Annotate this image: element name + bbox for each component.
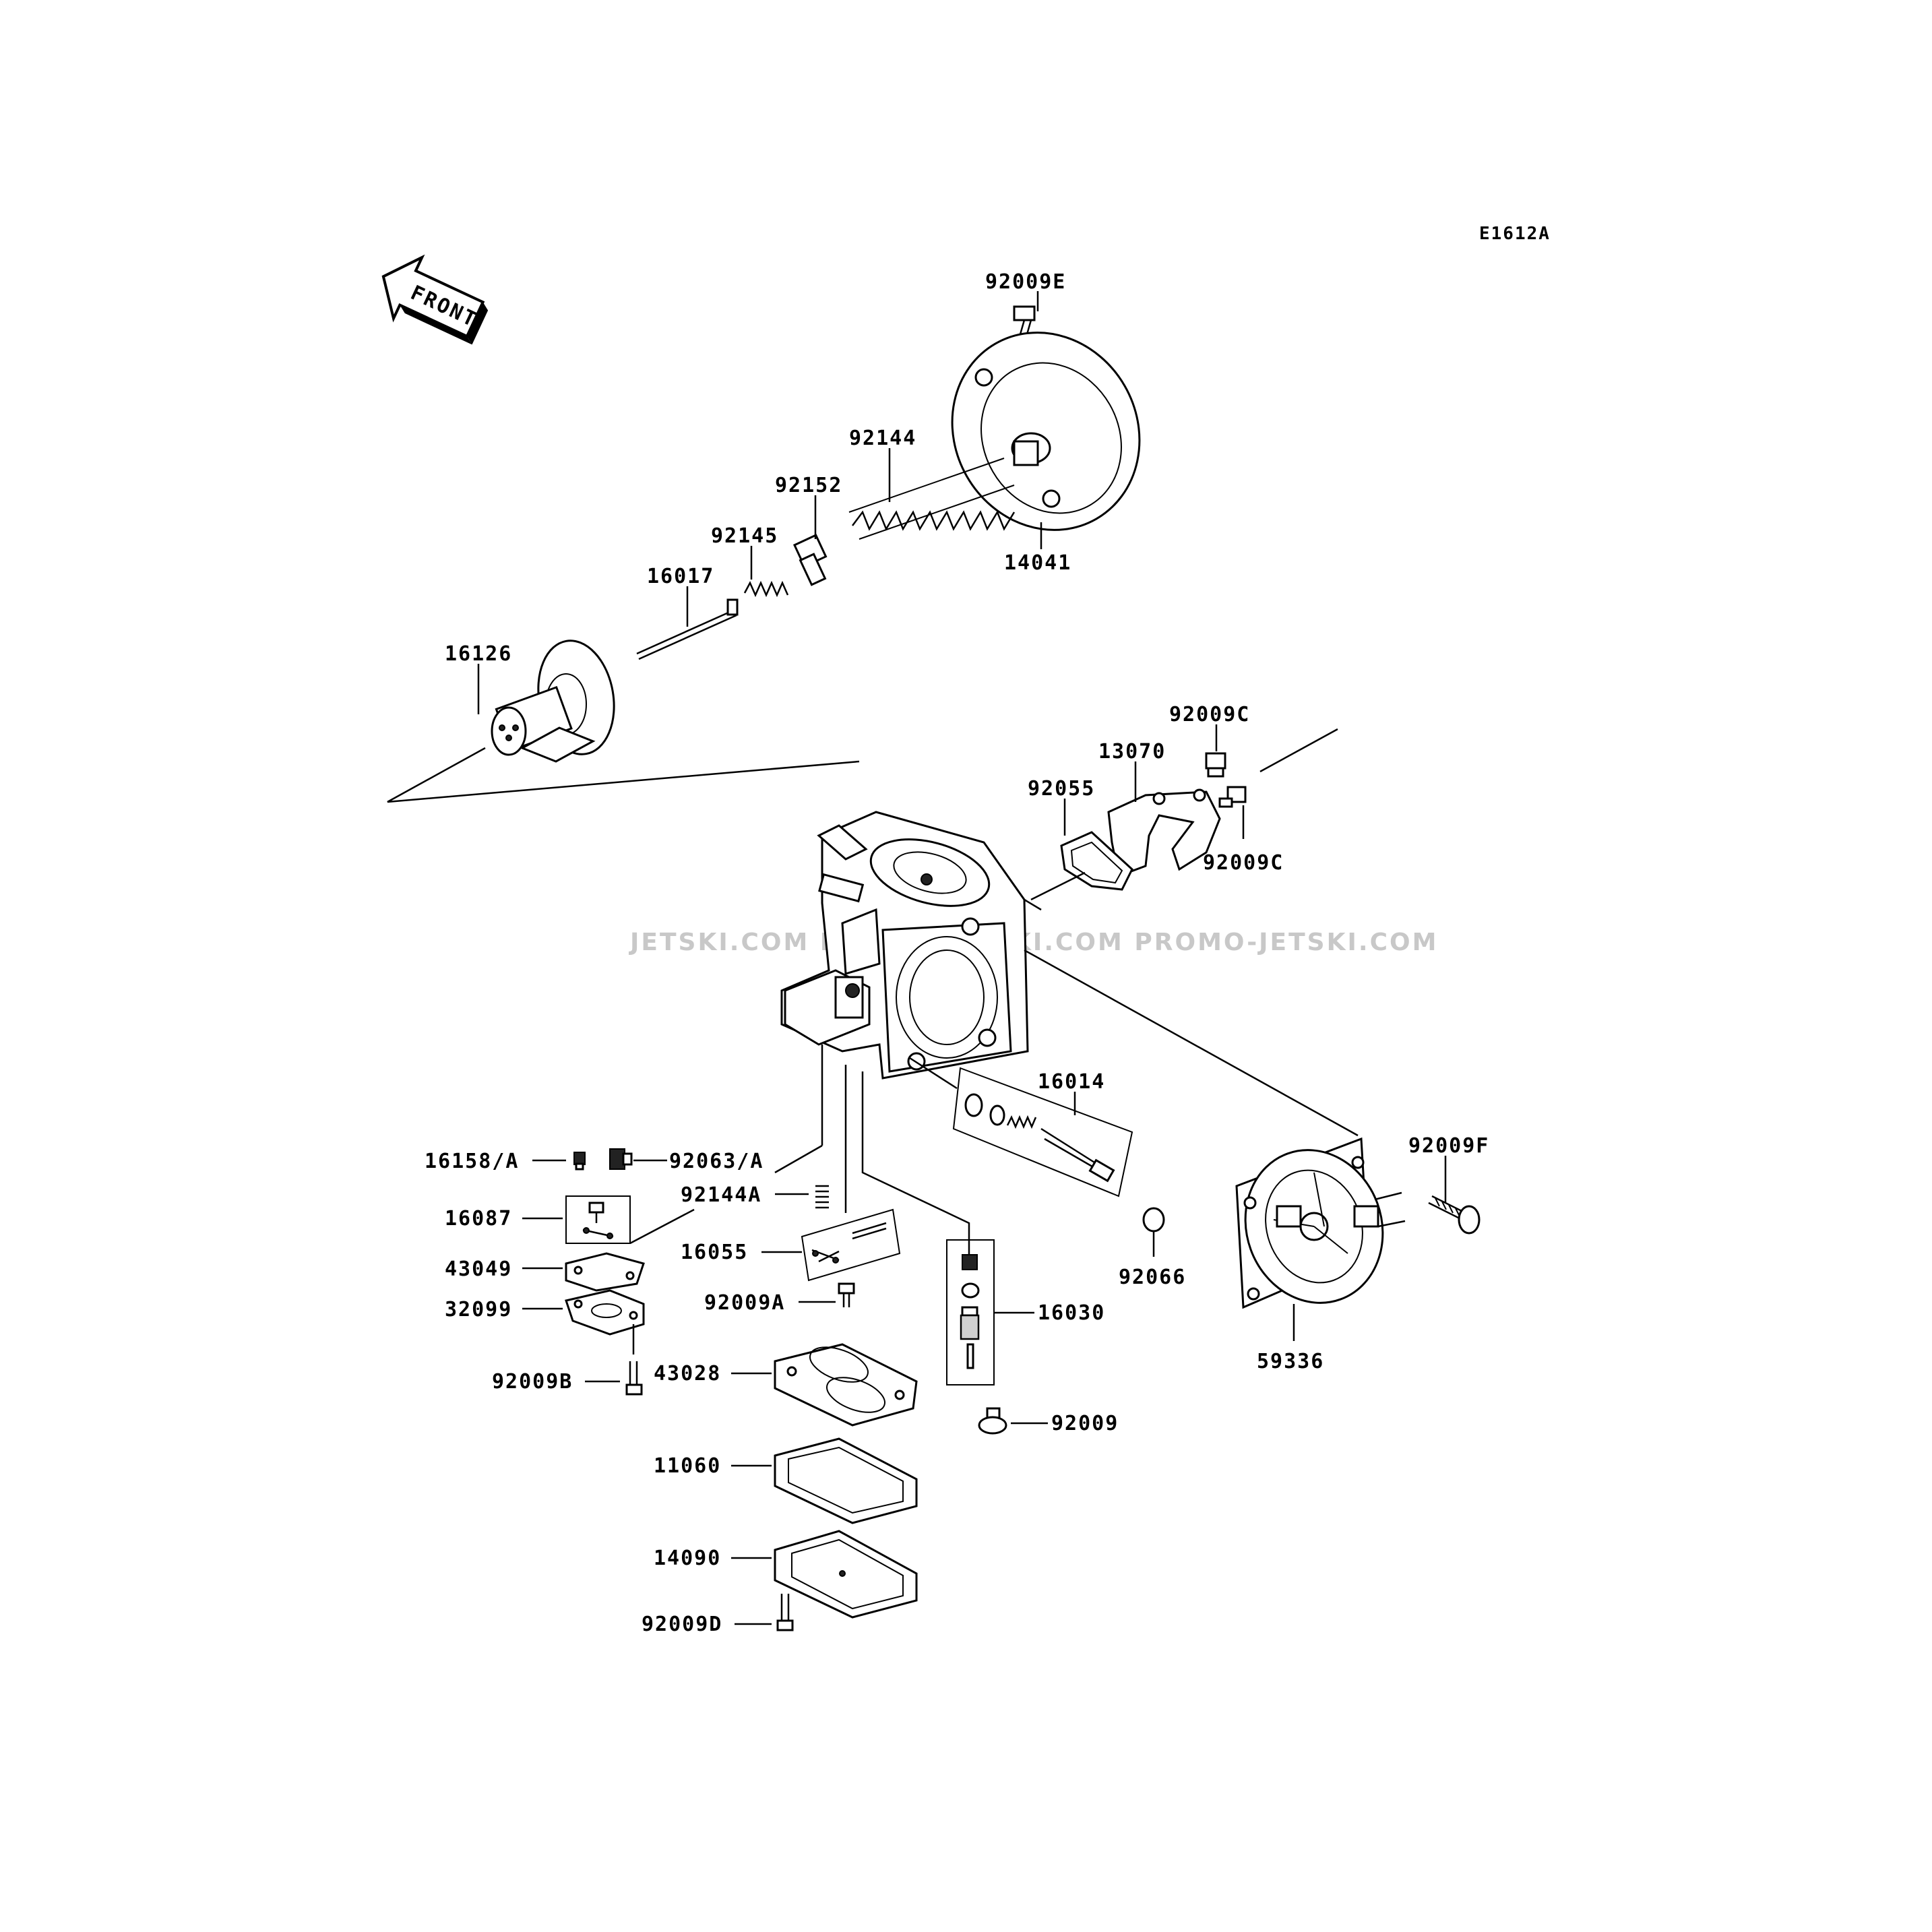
- label-92009D: 92009D: [642, 1613, 722, 1636]
- spring-92144A: [815, 1185, 829, 1209]
- label-14090: 14090: [654, 1547, 721, 1570]
- label-43049: 43049: [445, 1257, 512, 1281]
- spring-92145: [743, 580, 789, 598]
- guide-line-c: [861, 1071, 970, 1260]
- label-92066: 92066: [1119, 1266, 1186, 1289]
- label-92144A: 92144A: [681, 1183, 761, 1207]
- label-16087: 16087: [445, 1207, 512, 1230]
- label-16017: 16017: [647, 565, 714, 588]
- assembly-16030: [946, 1239, 995, 1385]
- carburetor-body: [780, 811, 1042, 1080]
- front-arrow-icon: FRONT: [381, 254, 489, 345]
- label-92009E: 92009E: [985, 270, 1066, 294]
- jet-92063A: [609, 1148, 633, 1170]
- label-92009F: 92009F: [1408, 1134, 1489, 1158]
- label-16030: 16030: [1038, 1301, 1105, 1325]
- label-11060: 11060: [654, 1454, 721, 1478]
- gasket-11060: [774, 1437, 918, 1524]
- label-16126: 16126: [445, 642, 512, 666]
- guide-line-92063A: [774, 1144, 823, 1174]
- label-92055: 92055: [1028, 777, 1095, 801]
- assembly-16087: [565, 1195, 631, 1244]
- guide-line-left: [387, 747, 860, 803]
- spring-92144: [848, 458, 1016, 540]
- label-16014: 16014: [1038, 1070, 1105, 1094]
- jet-16158A: [573, 1152, 586, 1171]
- label-16055: 16055: [681, 1241, 748, 1264]
- screw-92009A: [838, 1282, 855, 1307]
- piston-16126: [491, 640, 615, 763]
- label-92144: 92144: [849, 427, 916, 450]
- label-43028: 43028: [654, 1362, 721, 1385]
- screw-92009C-top: [1205, 752, 1226, 778]
- cover-14090: [774, 1530, 918, 1619]
- diaphragm-43028: [774, 1343, 918, 1427]
- fuel-pump-59336: [1235, 1137, 1406, 1309]
- guide-line-16087: [629, 1208, 695, 1245]
- cover-14041: [951, 332, 1141, 531]
- assembly-16055: [801, 1208, 901, 1282]
- plug-92066: [1142, 1207, 1165, 1233]
- guide-line-right: [1259, 728, 1338, 773]
- label-92009C-top: 92009C: [1169, 703, 1250, 726]
- label-92009A: 92009A: [704, 1291, 785, 1315]
- label-92009: 92009: [1051, 1412, 1119, 1435]
- label-32099: 32099: [445, 1298, 512, 1321]
- gasket-43049: [565, 1252, 645, 1292]
- guide-line-92055: [1030, 871, 1086, 901]
- guide-line-pump: [1024, 949, 1359, 1137]
- screw-92009: [978, 1407, 1007, 1435]
- label-92009C-bottom: 92009C: [1203, 851, 1284, 875]
- label-92063A: 92063/A: [669, 1150, 764, 1173]
- label-16158A: 16158/A: [425, 1150, 519, 1173]
- label-92152: 92152: [775, 474, 842, 497]
- part-92152: [792, 534, 828, 586]
- guide-line-16014: [909, 1057, 958, 1090]
- screw-92009D: [776, 1594, 794, 1631]
- label-92145: 92145: [711, 524, 778, 548]
- label-92009B: 92009B: [492, 1370, 573, 1394]
- bolt-92009F: [1428, 1195, 1481, 1235]
- needle-16017: [636, 598, 739, 660]
- screw-92009B: [625, 1361, 643, 1396]
- label-13070: 13070: [1098, 740, 1166, 764]
- watermark: JETSKI.COM PROMO-JETSKI.COM PROMO-JETSKI…: [628, 929, 1438, 956]
- assembly-16014: [952, 1067, 1133, 1197]
- label-59336: 59336: [1257, 1350, 1324, 1373]
- screw-92009C-bottom: [1218, 786, 1247, 808]
- label-14041: 14041: [1004, 551, 1071, 575]
- plate-32099: [565, 1289, 645, 1336]
- diagram-code: E1612A: [1479, 224, 1551, 244]
